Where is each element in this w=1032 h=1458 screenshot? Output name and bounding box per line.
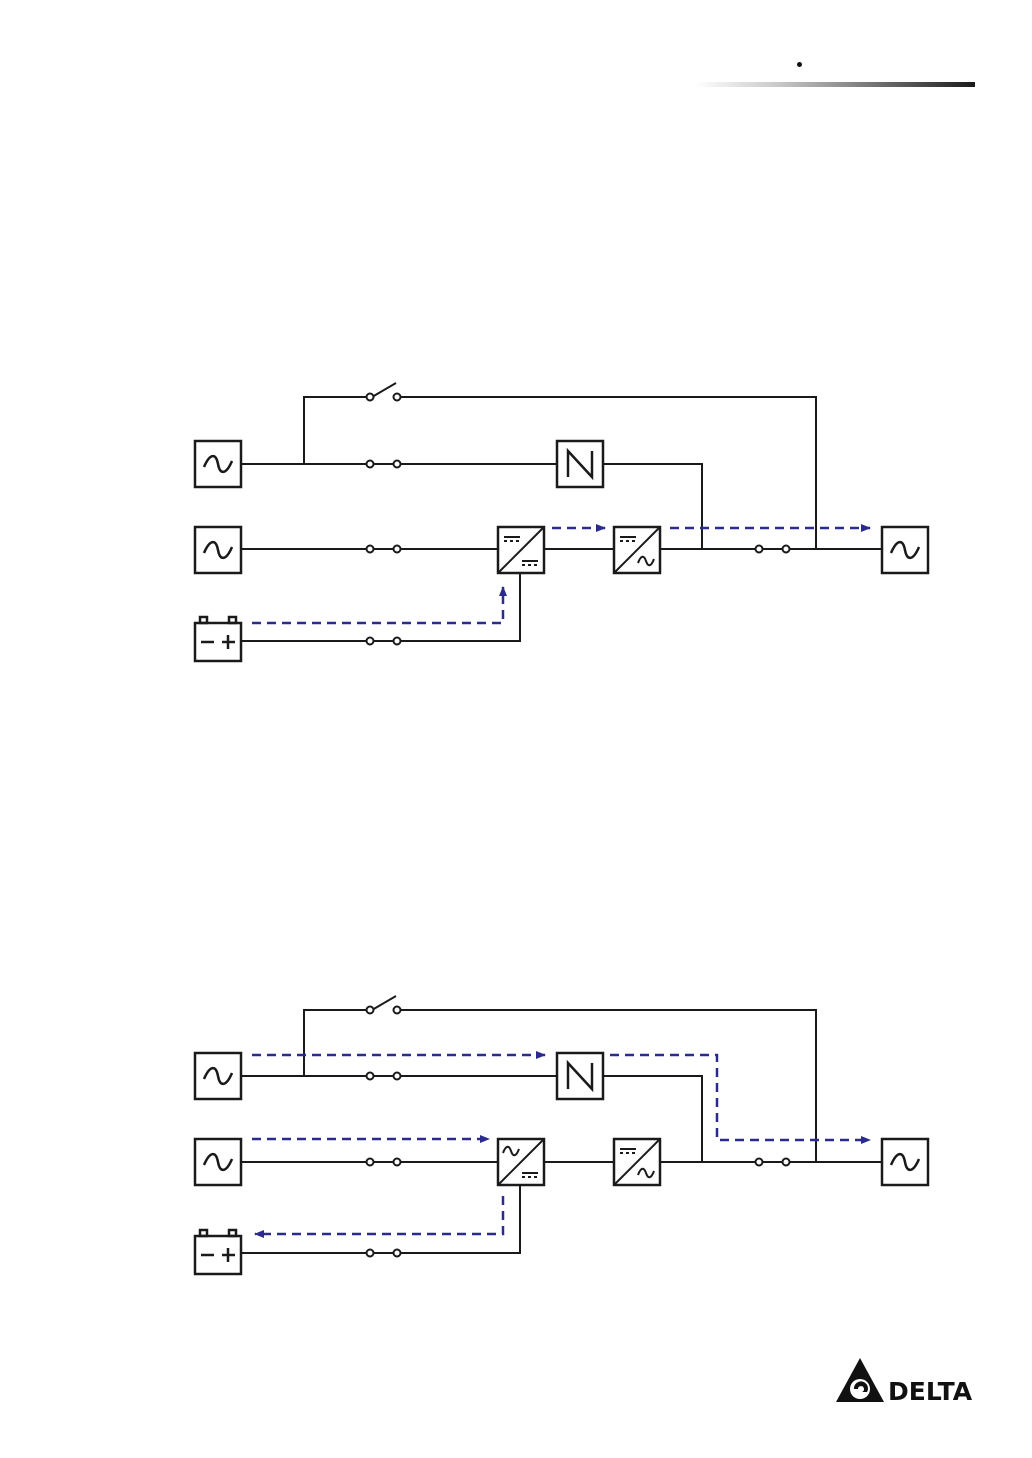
battery-icon xyxy=(195,1230,241,1274)
bypass-wire-right xyxy=(400,397,816,549)
sine-wave-icon xyxy=(195,441,241,487)
thyristor-icon xyxy=(557,441,603,487)
header-rule xyxy=(695,82,975,87)
delta-logo-mark xyxy=(836,1358,884,1402)
delta-logo: DELTA xyxy=(836,1356,978,1411)
dc-ac-converter-icon xyxy=(614,527,660,573)
flow-battery-to-rectifier xyxy=(252,587,503,623)
sine-wave-icon xyxy=(882,1139,928,1185)
sine-wave-icon xyxy=(882,527,928,573)
power-flow xyxy=(252,528,870,623)
ac-dc-converter-icon xyxy=(498,1139,544,1185)
sine-wave-icon xyxy=(195,527,241,573)
power-flow xyxy=(252,1055,870,1234)
ac-dc-converter-icon xyxy=(498,527,544,573)
flow-static-switch-to-load xyxy=(610,1055,870,1140)
breaker-icon xyxy=(367,1007,790,1257)
sine-wave-icon xyxy=(195,1053,241,1099)
header-dot xyxy=(797,62,802,67)
dc-ac-converter-icon xyxy=(614,1139,660,1185)
manual-bypass-switch-blade xyxy=(372,383,396,397)
thyristor-icon xyxy=(557,1053,603,1099)
flow-rectifier-to-battery xyxy=(255,1196,503,1234)
bypass-wire xyxy=(304,397,370,464)
battery-icon xyxy=(195,617,241,661)
ups-diagram-battery-mode xyxy=(0,375,1032,675)
sine-wave-icon xyxy=(195,1139,241,1185)
ups-diagram-normal-mode xyxy=(0,985,1032,1285)
breaker-icon xyxy=(367,394,790,645)
delta-logo-text: DELTA xyxy=(888,1377,973,1406)
